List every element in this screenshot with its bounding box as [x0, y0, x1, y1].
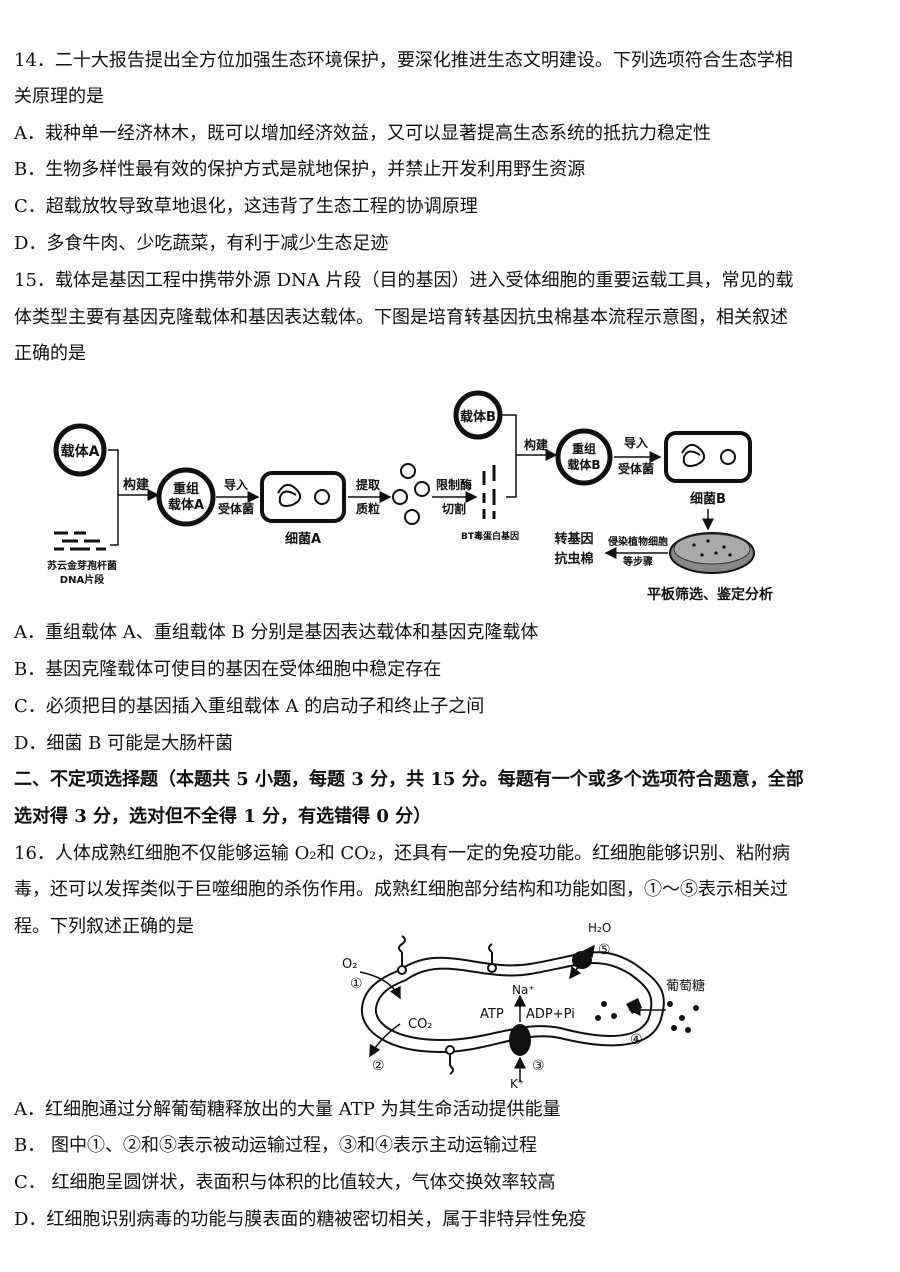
section2-line1: 二、不定项选择题（本题共 5 小题，每题 3 分，共 15 分。每题有一个或多个… [14, 769, 804, 790]
svg-text:重组: 重组 [173, 481, 199, 497]
cotton-line1: 转基因 [554, 531, 593, 547]
section2-line2: 选对得 3 分，选对但不全得 1 分，有选错得 0 分） [14, 806, 432, 827]
svg-text:提取: 提取 [356, 477, 380, 492]
q16-option-b: B． 图中①、②和⑤表示被动运输过程，③和④表示主动运输过程 [14, 1135, 537, 1156]
red-blood-cell-diagram: O₂ ① CO₂ ② Na⁺ ATP ADP+Pi K⁺ ③ H₂O ⑤ ④ 葡… [342, 921, 705, 1090]
recombinant-vector-b: 重组 载体B [555, 428, 613, 486]
build1-label: 构建 [123, 477, 149, 493]
svg-text:重组: 重组 [572, 441, 596, 456]
glucose-transporter-icon [626, 998, 642, 1014]
dna-fragments [54, 531, 106, 551]
bacteria-b: 细菌B [664, 431, 752, 507]
q14-stem-line2: 关原理的是 [14, 86, 104, 107]
svg-text:载体A: 载体A [168, 497, 204, 513]
q16-stem-line1: 16．人体成熟红细胞不仅能够运输 O₂和 CO₂，还具有一定的免疫功能。红细胞能… [14, 843, 791, 864]
q15-option-d: D．细菌 B 可能是大肠杆菌 [14, 733, 234, 754]
svg-text:④: ④ [630, 1032, 643, 1048]
plasmid-circles [392, 463, 430, 525]
q14-option-b: B．生物多样性最有效的保护方式是就地保护，并禁止开发利用野生资源 [14, 159, 586, 180]
na-k-pump-icon [509, 1024, 531, 1056]
svg-text:K⁺: K⁺ [510, 1077, 524, 1090]
svg-text:ADP+Pi: ADP+Pi [526, 1007, 575, 1022]
membrane-outer [360, 951, 665, 1054]
q16-stem-line2: 毒，还可以发挥类似于巨噬细胞的杀伤作用。成熟红细胞部分结构和功能如图，①～⑤表示… [14, 879, 788, 900]
svg-text:载体B: 载体B [567, 457, 600, 472]
cotton-line2: 抗虫棉 [554, 551, 593, 567]
q14-option-d: D．多食牛肉、少吃蔬菜，有利于减少生态足迹 [14, 233, 389, 254]
o2-label: O₂ [342, 957, 357, 972]
svg-text:②: ② [372, 1058, 385, 1074]
svg-text:受体菌: 受体菌 [218, 501, 254, 516]
bt-gene-label: BT毒蛋白基因 [461, 530, 519, 542]
membrane-inner [374, 962, 653, 1042]
svg-text:构建: 构建 [524, 437, 549, 452]
svg-text:细菌A: 细菌A [285, 531, 321, 547]
glucose-label: 葡萄糖 [666, 978, 705, 994]
cut-fragments [482, 465, 496, 519]
svg-text:ATP: ATP [480, 1007, 504, 1022]
vector-a-plasmid: 载体A [53, 423, 107, 477]
svg-text:导入: 导入 [624, 435, 648, 450]
q15-stem-line2: 体类型主要有基因克隆载体和基因表达载体。下图是培育转基因抗虫棉基本流程示意图，相… [14, 307, 788, 328]
glucose-dots [595, 1001, 699, 1033]
glycocalyx-icons [397, 935, 497, 1075]
q15-option-b: B．基因克隆载体可使目的基因在受体细胞中稳定存在 [14, 659, 442, 680]
dna-source-line1: 苏云金芽孢杆菌 [47, 559, 117, 572]
q16-option-d: D．红细胞识别病毒的功能与膜表面的糖被密切相关，属于非特异性免疫 [14, 1209, 587, 1230]
svg-text:Na⁺: Na⁺ [512, 983, 535, 997]
vector-a-label: 载体A [61, 443, 100, 460]
q15-stem-line1: 15．载体是基因工程中携带外源 DNA 片段（目的基因）进入受体细胞的重要运载工… [14, 270, 794, 291]
q14-stem-line1: 14．二十大报告提出全方位加强生态环境保护，要深化推进生态文明建设。下列选项符合… [14, 50, 793, 71]
svg-text:H₂O: H₂O [588, 921, 611, 935]
q15-option-a: A．重组载体 A、重组载体 B 分别是基因表达载体和基因克隆载体 [14, 622, 539, 643]
svg-text:受体菌: 受体菌 [618, 461, 654, 476]
svg-text:导入: 导入 [224, 477, 248, 492]
vector-b-plasmid: 载体B [453, 390, 503, 440]
dna-source-line2: DNA片段 [60, 573, 104, 586]
q14-option-a: A．栽种单一经济林木，既可以增加经济效益，又可以显著提高生态系统的抵抗力稳定性 [14, 123, 711, 144]
svg-text:切割: 切割 [442, 501, 466, 516]
svg-text:⑤: ⑤ [598, 942, 611, 958]
svg-text:限制酶: 限制酶 [436, 477, 472, 492]
q15-option-c: C．必须把目的基因插入重组载体 A 的启动子和终止子之间 [14, 696, 485, 717]
q15-stem-line3: 正确的是 [14, 343, 86, 364]
q16-option-a: A．红细胞通过分解葡萄糖释放出的大量 ATP 为其生命活动提供能量 [14, 1099, 561, 1120]
transgenic-cotton-flow-diagram: 载体A 苏云金芽孢杆菌 DNA片段 构建 重组 载体A 导入 受体菌 细菌A 提… [47, 390, 773, 603]
svg-text:载体B: 载体B [460, 409, 496, 425]
plate-label: 平板筛选、鉴定分析 [647, 586, 773, 603]
recombinant-vector-a: 重组 载体A [156, 467, 216, 527]
svg-text:细菌B: 细菌B [690, 491, 726, 507]
svg-text:侵染植物细胞: 侵染植物细胞 [607, 535, 668, 548]
q16-option-c: C． 红细胞呈圆饼状，表面积与体积的比值较大，气体交换效率较高 [14, 1172, 556, 1193]
svg-text:③: ③ [532, 1058, 545, 1074]
svg-text:质粒: 质粒 [356, 501, 380, 516]
q14-option-c: C．超载放牧导致草地退化，这违背了生态工程的协调原理 [14, 196, 478, 217]
q16-stem-line3: 程。下列叙述正确的是 [14, 916, 194, 937]
co2-label: CO₂ [408, 1017, 433, 1032]
svg-text:等步骤: 等步骤 [623, 555, 653, 568]
petri-dish [669, 532, 755, 574]
svg-text:①: ① [350, 976, 363, 992]
bacteria-a: 细菌A [260, 471, 346, 547]
